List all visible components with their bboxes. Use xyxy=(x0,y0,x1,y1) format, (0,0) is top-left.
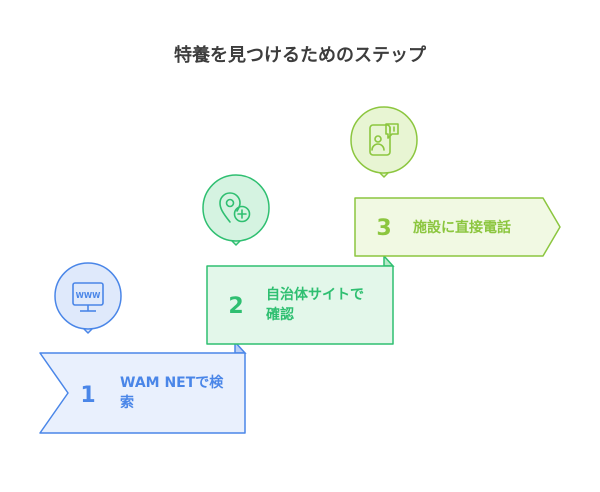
step-3: 3 施設に直接電話 xyxy=(350,106,561,257)
step-2-label-line2: 確認 xyxy=(266,306,294,323)
step-2-fold xyxy=(383,254,395,267)
step-2-label-line1: 自治体サイトで xyxy=(266,286,364,303)
step-2-ribbon xyxy=(206,265,394,345)
step-3-marker xyxy=(350,106,418,178)
step-3-ribbon xyxy=(354,197,561,257)
step-2: 2 自治体サイトで 確認 xyxy=(202,174,395,345)
step-1-label-line1: WAM NETで検 xyxy=(120,374,224,391)
svg-text:WWW: WWW xyxy=(76,291,102,300)
step-1: 1 WAM NETで検 索 WWW xyxy=(39,262,247,434)
step-1-ribbon xyxy=(39,352,246,434)
phone-call-icon xyxy=(369,123,399,156)
step-2-marker xyxy=(202,174,270,246)
step-2-number: 2 xyxy=(228,294,243,319)
www-monitor-icon: WWW xyxy=(72,282,104,312)
diagram-title: 特養を見つけるためのステップ xyxy=(174,45,426,66)
step-1-marker xyxy=(54,262,122,334)
step-3-number: 3 xyxy=(376,216,391,241)
step-1-label-line2: 索 xyxy=(120,394,134,411)
location-plus-icon xyxy=(219,192,251,223)
step-1-number: 1 xyxy=(80,383,95,408)
step-3-label-line1: 施設に直接電話 xyxy=(413,219,511,236)
